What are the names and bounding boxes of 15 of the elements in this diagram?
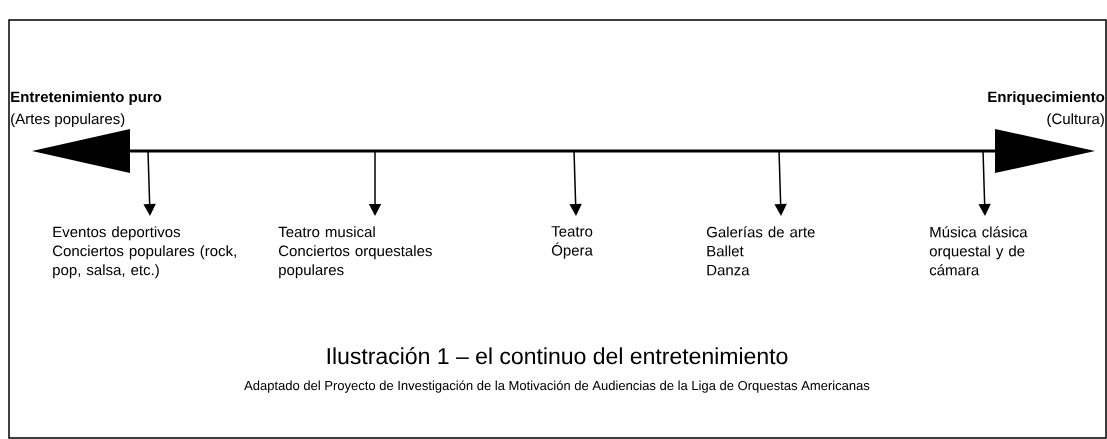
arrow (978, 150, 991, 216)
category-text: Teatro Ópera (551, 226, 593, 259)
end-label: (Artes populares) (11, 113, 125, 128)
end-label: Entretenimiento puro (11, 91, 162, 106)
source-note: Adaptado del Proyecto de Investigación de la Motivación de Audiencias de la Liga de Orquestas Americanas (244, 380, 870, 393)
category-text: Eventos deportivos Conciertos populares (rock, pop, salsa, etc.) (52, 226, 236, 279)
arrow (143, 150, 156, 216)
end-label: (Cultura) (1047, 113, 1104, 128)
category-text: Galerías de arte Ballet Danza (706, 226, 815, 276)
category-text: Música clásica orquestal y de cámara (929, 226, 1028, 276)
end-label: Enriquecimiento (988, 91, 1105, 106)
arrow (774, 150, 787, 216)
arrow (569, 150, 582, 216)
caption: Ilustración 1 – el continuo del entretenimiento (327, 347, 788, 365)
category-text: Teatro musical Conciertos orquestales populares (278, 226, 432, 279)
